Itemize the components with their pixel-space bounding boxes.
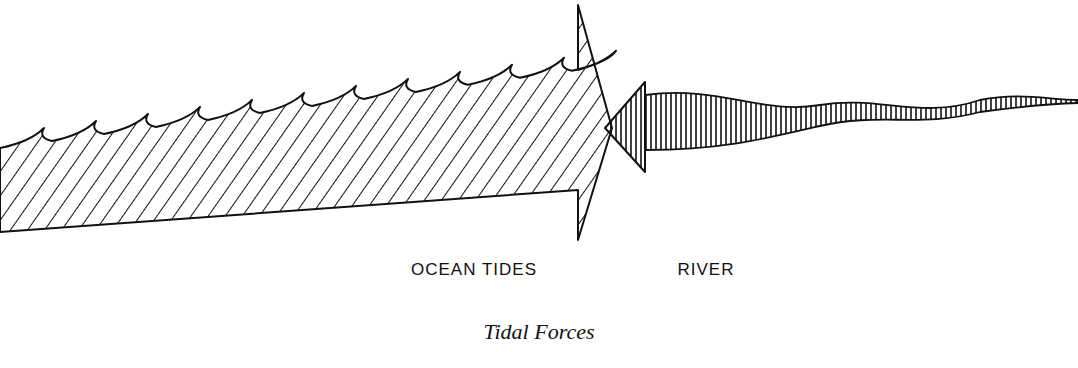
region-label: OCEAN TIDES (411, 260, 537, 280)
river-band (645, 93, 1078, 150)
river-arrowhead (605, 82, 645, 172)
region-label: RIVER (678, 260, 735, 280)
figure-caption: Tidal Forces (483, 319, 594, 345)
ocean-tide-arrow (0, 5, 616, 240)
